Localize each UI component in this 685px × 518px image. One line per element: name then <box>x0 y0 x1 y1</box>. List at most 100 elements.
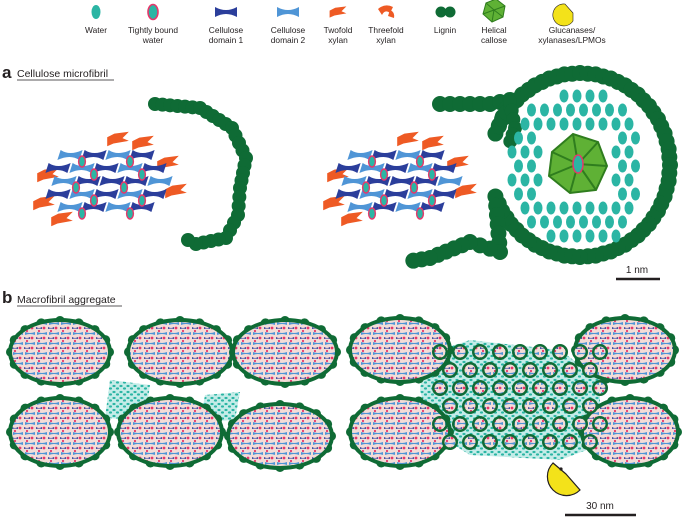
microfibril-bundle <box>120 400 220 464</box>
legend-label-threefold-line1: Threefold <box>368 25 404 35</box>
water-molecule <box>585 117 595 131</box>
macrofibril-left <box>6 316 341 472</box>
water-molecule <box>592 215 601 229</box>
legend-item-enzymes: Glucanases/ xylanases/LPMOs <box>538 3 606 45</box>
bound-water <box>415 207 425 220</box>
water-molecule <box>514 131 523 145</box>
bound-water <box>409 181 419 194</box>
legend-label-cell1-line2: domain 1 <box>209 35 244 45</box>
water-molecule <box>579 215 588 229</box>
light-blue-bowtie-icon <box>277 7 299 17</box>
water-molecule <box>533 145 543 159</box>
water-molecule <box>559 201 569 215</box>
bound-water <box>137 168 147 181</box>
hydrated-core <box>544 364 556 376</box>
water-molecule <box>507 145 517 159</box>
legend-label-bound-line1: Tightly bound <box>128 25 178 35</box>
water-molecule <box>624 145 634 159</box>
hydrated-core <box>564 436 576 448</box>
callose-helix <box>547 132 609 195</box>
hydrated-core <box>464 400 476 412</box>
water-molecule <box>514 187 523 201</box>
water-molecule <box>553 215 562 229</box>
hydrated-core <box>434 418 446 430</box>
water-molecule <box>559 89 569 103</box>
lignin-unit <box>503 134 518 149</box>
water-molecule <box>507 173 517 187</box>
hydrated-core <box>544 436 556 448</box>
water-molecule <box>566 103 575 117</box>
lignin-chain-left <box>148 97 253 251</box>
hydrated-core <box>454 346 466 358</box>
cellulose-bundle-right <box>335 150 463 212</box>
hydrated-core <box>574 418 586 430</box>
legend-item-twofold-xylan: Twofold xylan <box>324 6 353 45</box>
water-molecule <box>631 159 640 173</box>
legend-label-lignin: Lignin <box>434 25 457 35</box>
hydrated-core <box>534 346 546 358</box>
scale-bar-b: 30 nm <box>565 501 636 517</box>
legend-item-callose: Helical callose <box>481 0 507 45</box>
orange-threefold-xylan-icon <box>378 5 395 18</box>
bound-water <box>361 181 371 194</box>
xylan <box>422 135 444 151</box>
legend-label-cell1-line1: Cellulose <box>209 25 244 35</box>
hydrated-core <box>444 400 456 412</box>
bound-water <box>89 168 99 181</box>
xylan <box>323 195 345 211</box>
legend-item-bound-water: Tightly bound water <box>128 3 178 45</box>
bound-water <box>137 194 147 207</box>
hydrated-core <box>584 400 596 412</box>
bound-water <box>367 155 377 168</box>
lignin-loop-right <box>405 65 678 269</box>
hydrated-core <box>514 382 526 394</box>
hydrated-core <box>544 400 556 412</box>
panel-b: b Macrofibril aggregate 30 nm <box>2 288 682 517</box>
legend-label-callose-line1: Helical <box>481 25 506 35</box>
water-molecule <box>585 229 595 243</box>
water-molecule <box>611 201 621 215</box>
hydrated-core <box>474 418 486 430</box>
enzyme-pacman <box>546 462 581 497</box>
cellulose-bundle-left <box>45 150 173 212</box>
microfibril-bundle <box>352 320 448 380</box>
bound-water <box>77 155 87 168</box>
water-molecule <box>611 117 621 131</box>
lignin-unit <box>181 233 195 247</box>
water-molecule <box>618 103 627 117</box>
water-molecule <box>618 187 627 201</box>
water-molecule <box>546 117 556 131</box>
panel-b-letter: b <box>2 288 12 307</box>
microfibril-bundle <box>235 322 335 382</box>
water-molecule <box>624 201 634 215</box>
water-molecule <box>533 173 543 187</box>
orange-twofold-xylan-icon <box>329 6 347 18</box>
hydrated-core <box>514 418 526 430</box>
xylan <box>165 183 187 199</box>
hydrated-core <box>554 418 566 430</box>
legend-label-twofold-line2: xylan <box>328 35 348 45</box>
bound-water <box>379 194 389 207</box>
legend-label-cell2-line1: Cellulose <box>271 25 306 35</box>
microfibril-right <box>323 65 678 269</box>
bound-water <box>125 155 135 168</box>
hydrated-core <box>494 418 506 430</box>
hydrated-core <box>474 382 486 394</box>
hydrated-core <box>464 436 476 448</box>
water-molecule <box>520 145 530 159</box>
water-molecule <box>611 145 621 159</box>
cellulose-chain <box>147 176 173 186</box>
hydrated-core <box>434 346 446 358</box>
legend-item-cellulose-1: Cellulose domain 1 <box>209 7 244 45</box>
legend: Water Tightly bound water Cellulose doma… <box>85 0 606 45</box>
legend-label-water: Water <box>85 25 107 35</box>
water-molecule <box>572 89 582 103</box>
bound-water <box>89 194 99 207</box>
xylan <box>341 211 363 227</box>
hydrated-core <box>584 436 596 448</box>
hydrated-core <box>494 382 506 394</box>
cellulose-chain <box>437 176 463 186</box>
bound-water-left <box>71 155 147 220</box>
water-molecule <box>572 117 582 131</box>
water-molecule <box>605 103 614 117</box>
